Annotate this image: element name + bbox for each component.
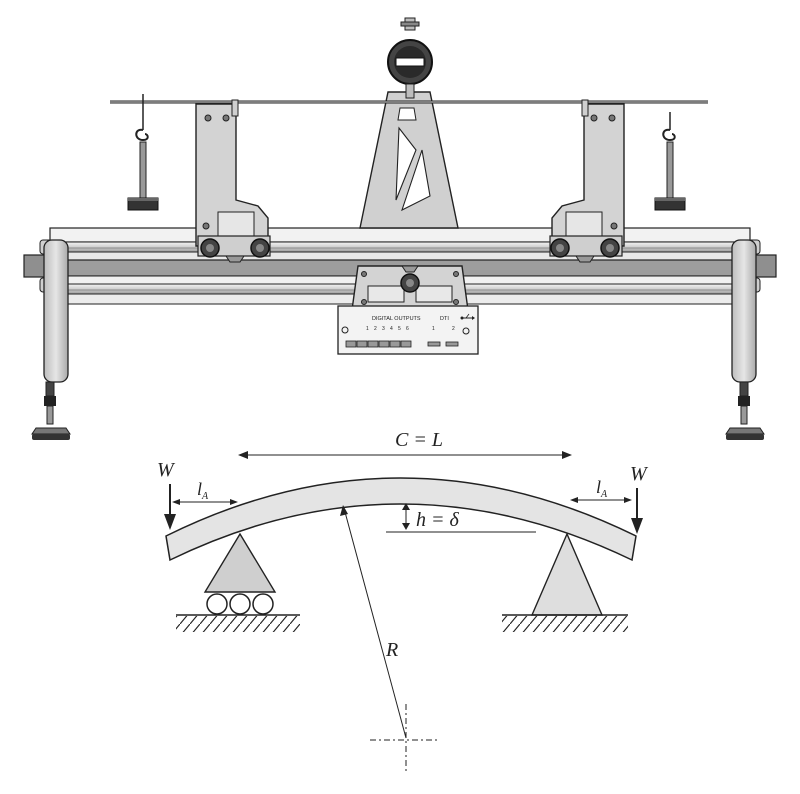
center-clamp xyxy=(351,265,469,311)
load-arrow-left xyxy=(164,484,176,530)
apparatus: DIGITAL OUTPUTS 1 2 3 4 5 6 DTI 1 2 xyxy=(23,17,777,440)
leg-left xyxy=(31,239,71,440)
svg-text:1: 1 xyxy=(432,326,435,332)
overhang-dim-right xyxy=(570,497,632,503)
roller-icon xyxy=(252,593,274,615)
clamp-bracket-right xyxy=(549,99,625,263)
svg-text:5: 5 xyxy=(398,326,401,332)
svg-text:6: 6 xyxy=(406,326,409,332)
deflection-dim xyxy=(386,503,536,533)
deflection-label: h = δ xyxy=(416,509,459,531)
svg-text:2: 2 xyxy=(374,326,377,332)
svg-text:4: 4 xyxy=(390,326,393,332)
hanger-hook-icon xyxy=(135,128,149,142)
support-left xyxy=(203,532,277,615)
load-label-right: W xyxy=(630,463,649,485)
hanger-left xyxy=(127,94,159,211)
ground-left xyxy=(176,614,300,632)
dial-gauge-icon xyxy=(387,17,433,99)
curved-beam xyxy=(165,477,637,562)
digital-output-module: DIGITAL OUTPUTS 1 2 3 4 5 6 DTI 1 2 xyxy=(337,305,479,355)
ground-right xyxy=(502,614,628,632)
module-dti-label: DTI xyxy=(440,316,449,322)
hanger-hook-icon xyxy=(662,128,676,142)
svg-text:1: 1 xyxy=(366,326,369,332)
roller-icon xyxy=(206,593,228,615)
overhang-label-right: lA xyxy=(596,477,608,500)
gauge-stand xyxy=(359,91,459,229)
module-title: DIGITAL OUTPUTS xyxy=(372,316,421,322)
overhang-dim-left xyxy=(172,499,238,505)
module-port-row xyxy=(345,340,459,348)
module-led xyxy=(341,326,349,334)
load-label-left: W xyxy=(157,459,176,481)
chord-dimension xyxy=(238,451,572,459)
leg-right xyxy=(725,239,765,440)
chord-label: C = L xyxy=(395,429,443,451)
curvature-centre xyxy=(370,704,440,772)
radius-line xyxy=(340,505,407,739)
overhang-label-left: lA xyxy=(197,479,209,502)
usb-icon xyxy=(460,313,475,320)
clamp-bracket-left xyxy=(195,99,271,263)
bending-schematic: C = L W W xyxy=(157,429,649,772)
hanger-right xyxy=(654,112,686,211)
radius-label: R xyxy=(385,639,398,661)
module-port-labels: 1 2 3 4 5 6 xyxy=(366,326,409,332)
svg-text:3: 3 xyxy=(382,326,385,332)
load-arrow-right xyxy=(631,488,643,534)
support-right xyxy=(530,532,604,616)
roller-icon xyxy=(229,593,251,615)
svg-text:2: 2 xyxy=(452,326,455,332)
